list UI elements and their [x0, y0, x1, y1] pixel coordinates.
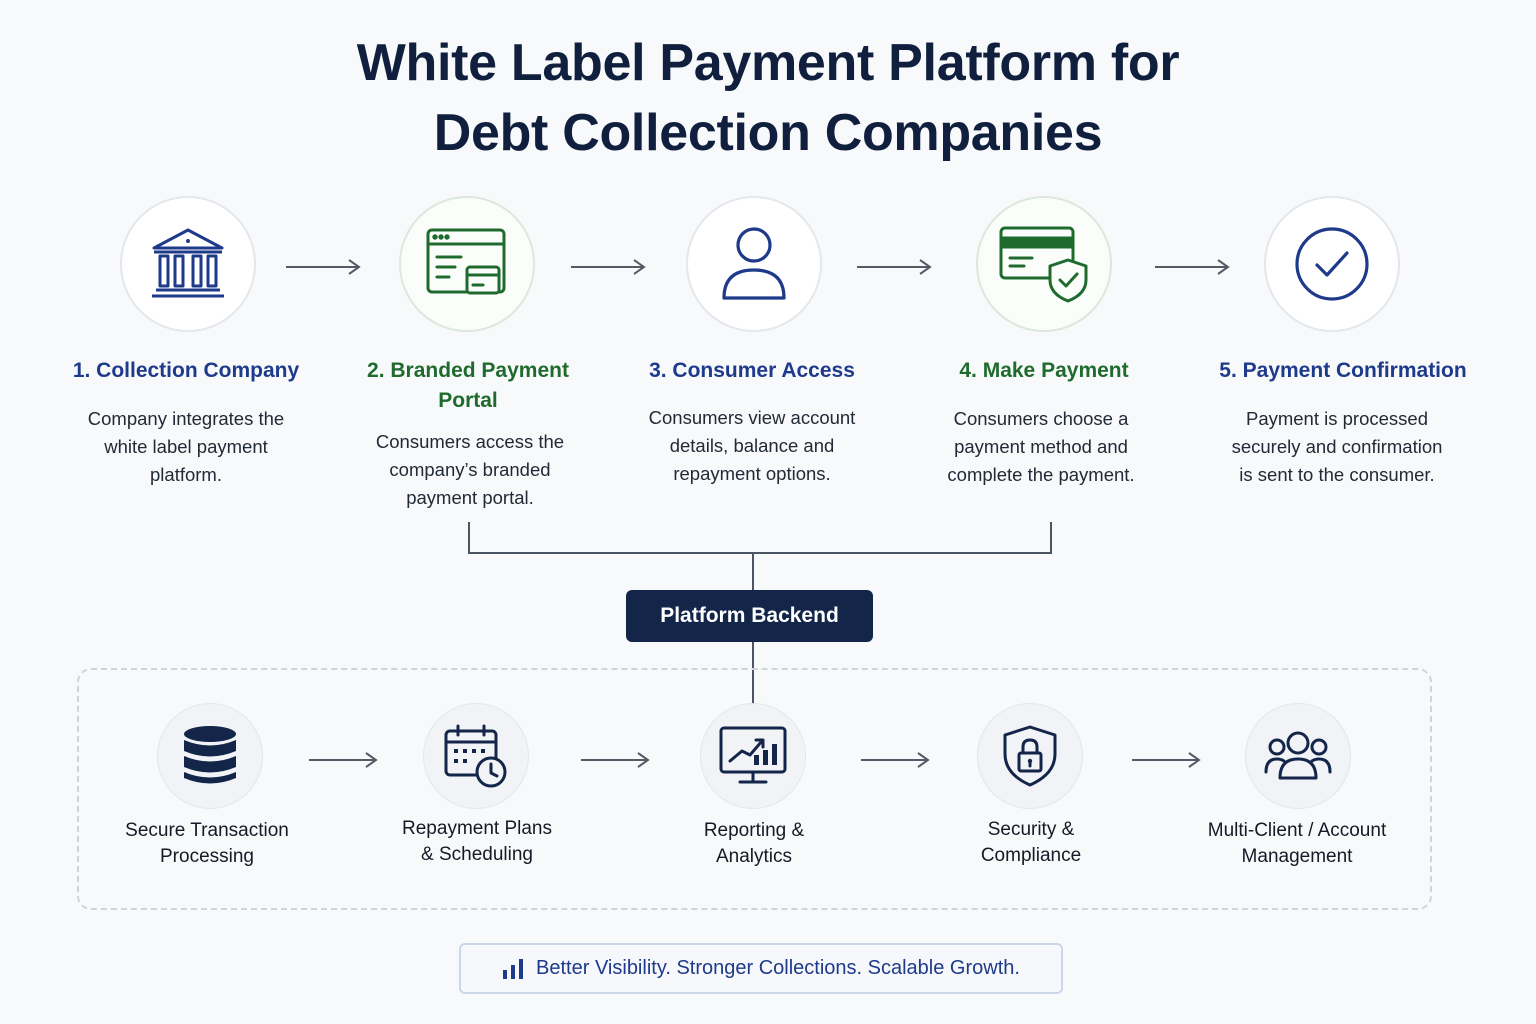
monitor-chart-icon: [719, 726, 787, 784]
connector-down: [752, 552, 754, 590]
connector-left: [468, 522, 470, 554]
feature-4-circle: [977, 703, 1083, 809]
step-1-title: 1. Collection Company: [72, 359, 300, 382]
feature-arrow-1: [309, 752, 378, 768]
feature-arrow-4: [1132, 752, 1201, 768]
page-title: White Label Payment Platform for Debt Co…: [0, 28, 1536, 168]
feature-3-label: Reporting & Analytics: [703, 820, 805, 867]
step-4-description: Consumers choose a payment method and co…: [947, 408, 1135, 485]
step-1-circle: [120, 196, 256, 332]
step-5-title: 5. Payment Confirmation: [1219, 359, 1467, 382]
bank-icon: [152, 228, 224, 298]
platform-backend-label: Platform Backend: [626, 590, 873, 642]
connector-to-features: [752, 641, 754, 705]
title-line-1: White Label Payment Platform for: [356, 34, 1180, 92]
title-line-2: Debt Collection Companies: [433, 104, 1103, 162]
feature-5-circle: [1245, 703, 1351, 809]
check-circle-icon: [1295, 227, 1369, 301]
flow-arrow-3: [857, 259, 932, 275]
feature-5-label: Multi-Client / Account Management: [1207, 820, 1387, 867]
step-2-title: 2. Branded Payment Portal: [367, 359, 569, 412]
feature-arrow-3: [861, 752, 930, 768]
feature-arrow-2: [581, 752, 650, 768]
flow-arrow-4: [1155, 259, 1230, 275]
flow-arrow-2: [571, 259, 646, 275]
step-4-circle: [976, 196, 1112, 332]
step-1-description: Company integrates the white label payme…: [87, 408, 285, 485]
flow-arrow-1: [286, 259, 361, 275]
connector-right: [1050, 522, 1052, 554]
users-group-icon: [1264, 731, 1332, 780]
feature-4-label: Security & Compliance: [980, 819, 1082, 866]
database-icon: [184, 726, 236, 784]
feature-2-label: Repayment Plans & Scheduling: [402, 818, 552, 865]
feature-1-label: Secure Transaction Processing: [125, 820, 289, 867]
step-3-description: Consumers view account details, balance …: [648, 407, 856, 484]
backend-features-box: [77, 668, 1432, 910]
step-3-circle: [686, 196, 822, 332]
footer-text: Better Visibility. Stronger Collections.…: [536, 957, 1020, 979]
step-2-circle: [399, 196, 535, 332]
feature-1-circle: [157, 703, 263, 809]
step-2-description: Consumers access the company’s branded p…: [375, 431, 565, 508]
card-shield-icon: [999, 226, 1088, 303]
step-4-title: 4. Make Payment: [959, 359, 1129, 382]
step-5-description: Payment is processed securely and confir…: [1231, 408, 1443, 485]
feature-3-circle: [700, 703, 806, 809]
user-icon: [722, 227, 786, 300]
calendar-clock-icon: [444, 724, 507, 788]
footer-banner: Better Visibility. Stronger Collections.…: [459, 943, 1063, 994]
step-5-circle: [1264, 196, 1400, 332]
step-3-title: 3. Consumer Access: [649, 359, 855, 382]
shield-lock-icon: [1003, 725, 1057, 787]
feature-2-circle: [423, 703, 529, 809]
connector-horizontal: [468, 552, 1052, 554]
browser-card-icon: [426, 228, 506, 295]
bar-chart-icon: [503, 958, 524, 979]
